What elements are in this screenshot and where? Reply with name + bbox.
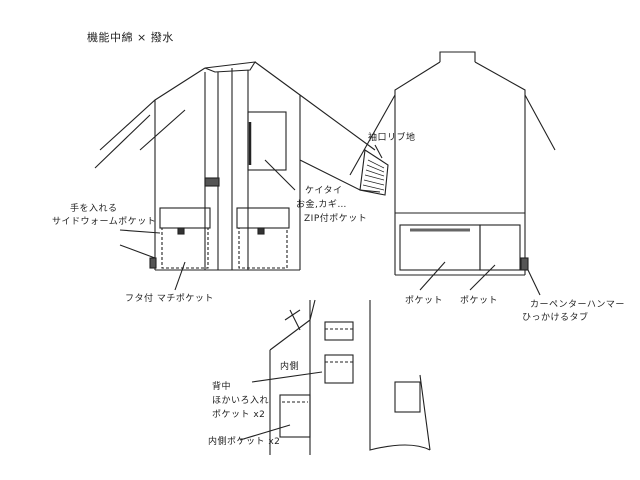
inner-view-drawing [239,299,431,455]
sketch-title: 機能中綿 × 撥水 [87,31,174,44]
right-flap-pocket [238,227,288,269]
cuff-rib-lines [362,159,385,191]
back-pocket-right [479,224,521,271]
back-pocket-left [399,224,481,271]
inner-pocket-right [394,381,421,413]
side-tab [149,257,157,269]
inner-pocket-label: 内側ポケット x2 [208,437,281,447]
back-pocket-note-2: ほかいろ入れ [212,396,270,406]
left-pocket-flap [159,207,211,229]
inner-pocket-dash [325,328,353,363]
leader-lines-front [119,109,383,291]
back-collar [439,51,476,62]
hammer-tab [520,257,529,271]
front-left-sleeve [94,67,206,270]
left-pocket-button [177,227,185,235]
inner-panel-outline [269,299,431,455]
front-cuff [359,149,389,196]
left-flap-pocket [161,227,209,269]
back-warmer-pocket [279,394,311,438]
flap-pocket-label: フタ付 マチポケット [125,294,214,304]
hammer-tab-label-1: カーペンターハンマー [530,300,625,310]
inner-pocket-middle [324,354,354,384]
side-pocket-note: 手を入れる [70,204,118,214]
front-snap [204,177,220,187]
leader-lines-inner [239,371,323,441]
leader-lines-back [419,261,541,296]
back-hem [395,212,525,276]
zip-pocket-label: ZIP付ポケット [304,214,368,224]
back-jacket-drawing [349,51,556,296]
right-pocket-button [257,227,265,235]
back-pocket-right-label: ポケット [460,296,499,306]
cuff-label: 袖口リブ地 [368,133,416,143]
front-jacket-drawing [94,61,389,291]
back-pocket-note-1: 背中 [212,382,232,392]
zip-pocket-note-2: お金,カギ… [296,200,347,210]
back-shoulders [349,61,556,275]
back-pocket-note-3: ポケット x2 [212,410,266,420]
chest-zip-pocket [247,111,287,171]
side-pocket-label: サイドウォームポケット [52,217,157,227]
hammer-tab-label-2: ひっかけるタブ [522,313,589,323]
front-collar [204,61,257,73]
back-pocket-left-label: ポケット [405,296,444,306]
inside-label: 内側 [280,362,300,372]
right-pocket-flap [236,207,290,229]
zip-pocket-note-1: ケイタイ [305,186,343,196]
inner-pocket-top [324,321,354,341]
front-placket [204,68,249,270]
front-right-sleeve [254,61,381,270]
